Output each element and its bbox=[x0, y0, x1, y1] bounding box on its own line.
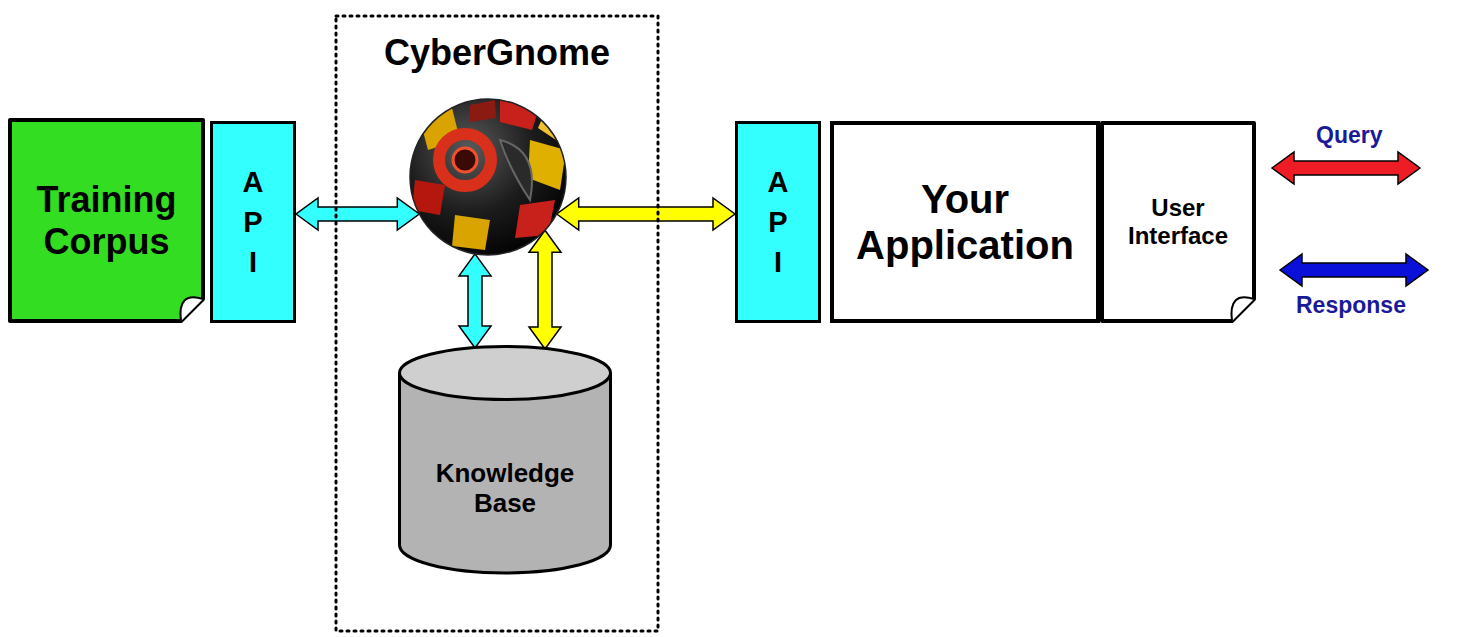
node-label: CyberGnome bbox=[384, 32, 610, 73]
api-box: A P I bbox=[210, 121, 296, 323]
node-label: Training Corpus bbox=[14, 179, 199, 262]
node-label: A P I bbox=[764, 162, 793, 282]
node-label: User Interface bbox=[1108, 194, 1248, 249]
api-box: A P I bbox=[735, 121, 821, 323]
document-box: Training Corpus bbox=[8, 118, 205, 323]
system-boundary: CyberGnomeKnowledge Base bbox=[334, 14, 660, 633]
node-label: Knowledge Base bbox=[420, 459, 590, 519]
database-cylinder: Knowledge Base bbox=[398, 345, 612, 573]
cybergnome-sphere bbox=[410, 98, 566, 255]
block-arrow bbox=[529, 230, 561, 349]
application-box: Your Application bbox=[830, 121, 1100, 323]
application-box-outline bbox=[830, 121, 1100, 323]
flow-label: Response bbox=[1296, 292, 1406, 319]
node-label: A P I bbox=[239, 162, 268, 282]
block-arrow bbox=[557, 198, 735, 230]
query-arrow bbox=[1272, 152, 1420, 184]
response-arrow bbox=[1280, 254, 1428, 286]
block-arrow bbox=[296, 198, 419, 230]
flow-label: Query bbox=[1316, 122, 1382, 149]
block-arrow bbox=[459, 254, 491, 348]
node-label: Your Application bbox=[840, 176, 1090, 268]
interface-box: User Interface bbox=[1100, 121, 1256, 323]
